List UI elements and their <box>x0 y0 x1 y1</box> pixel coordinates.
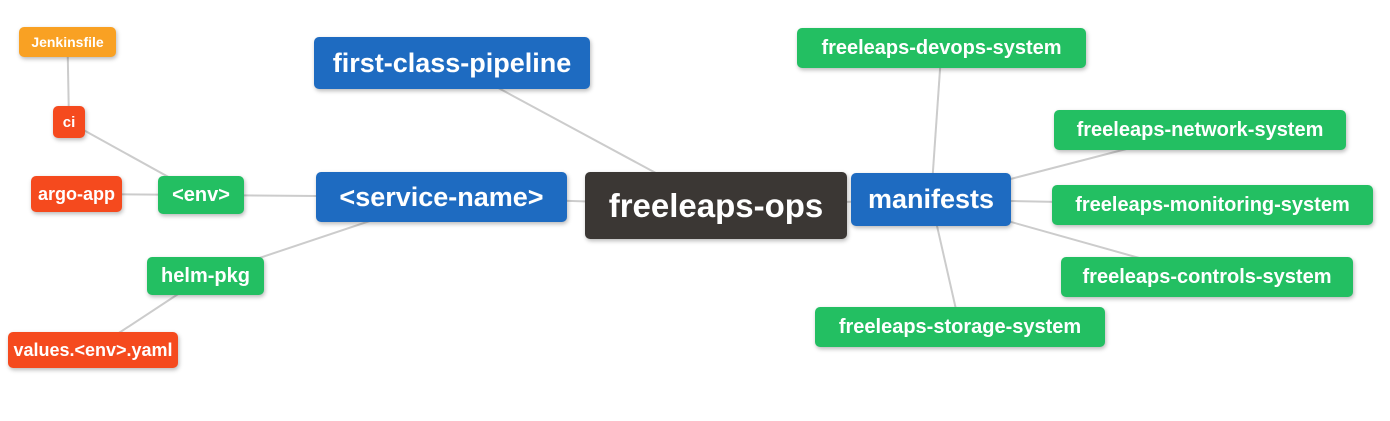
node-monitoring-system[interactable]: freeleaps-monitoring-system <box>1052 185 1373 225</box>
node-first-class-pipeline[interactable]: first-class-pipeline <box>314 37 590 89</box>
node-network-system[interactable]: freeleaps-network-system <box>1054 110 1346 150</box>
node-controls-system[interactable]: freeleaps-controls-system <box>1061 257 1353 297</box>
node-argo-app[interactable]: argo-app <box>31 176 122 212</box>
node-freeleaps-ops[interactable]: freeleaps-ops <box>585 172 847 239</box>
node-helm-pkg[interactable]: helm-pkg <box>147 257 264 295</box>
node-jenkinsfile[interactable]: Jenkinsfile <box>19 27 116 57</box>
node-env[interactable]: <env> <box>158 176 244 214</box>
node-devops-system[interactable]: freeleaps-devops-system <box>797 28 1086 68</box>
node-storage-system[interactable]: freeleaps-storage-system <box>815 307 1105 347</box>
node-ci[interactable]: ci <box>53 106 85 138</box>
node-values-env-yaml[interactable]: values.<env>.yaml <box>8 332 178 368</box>
node-service-name[interactable]: <service-name> <box>316 172 567 222</box>
node-manifests[interactable]: manifests <box>851 173 1011 226</box>
